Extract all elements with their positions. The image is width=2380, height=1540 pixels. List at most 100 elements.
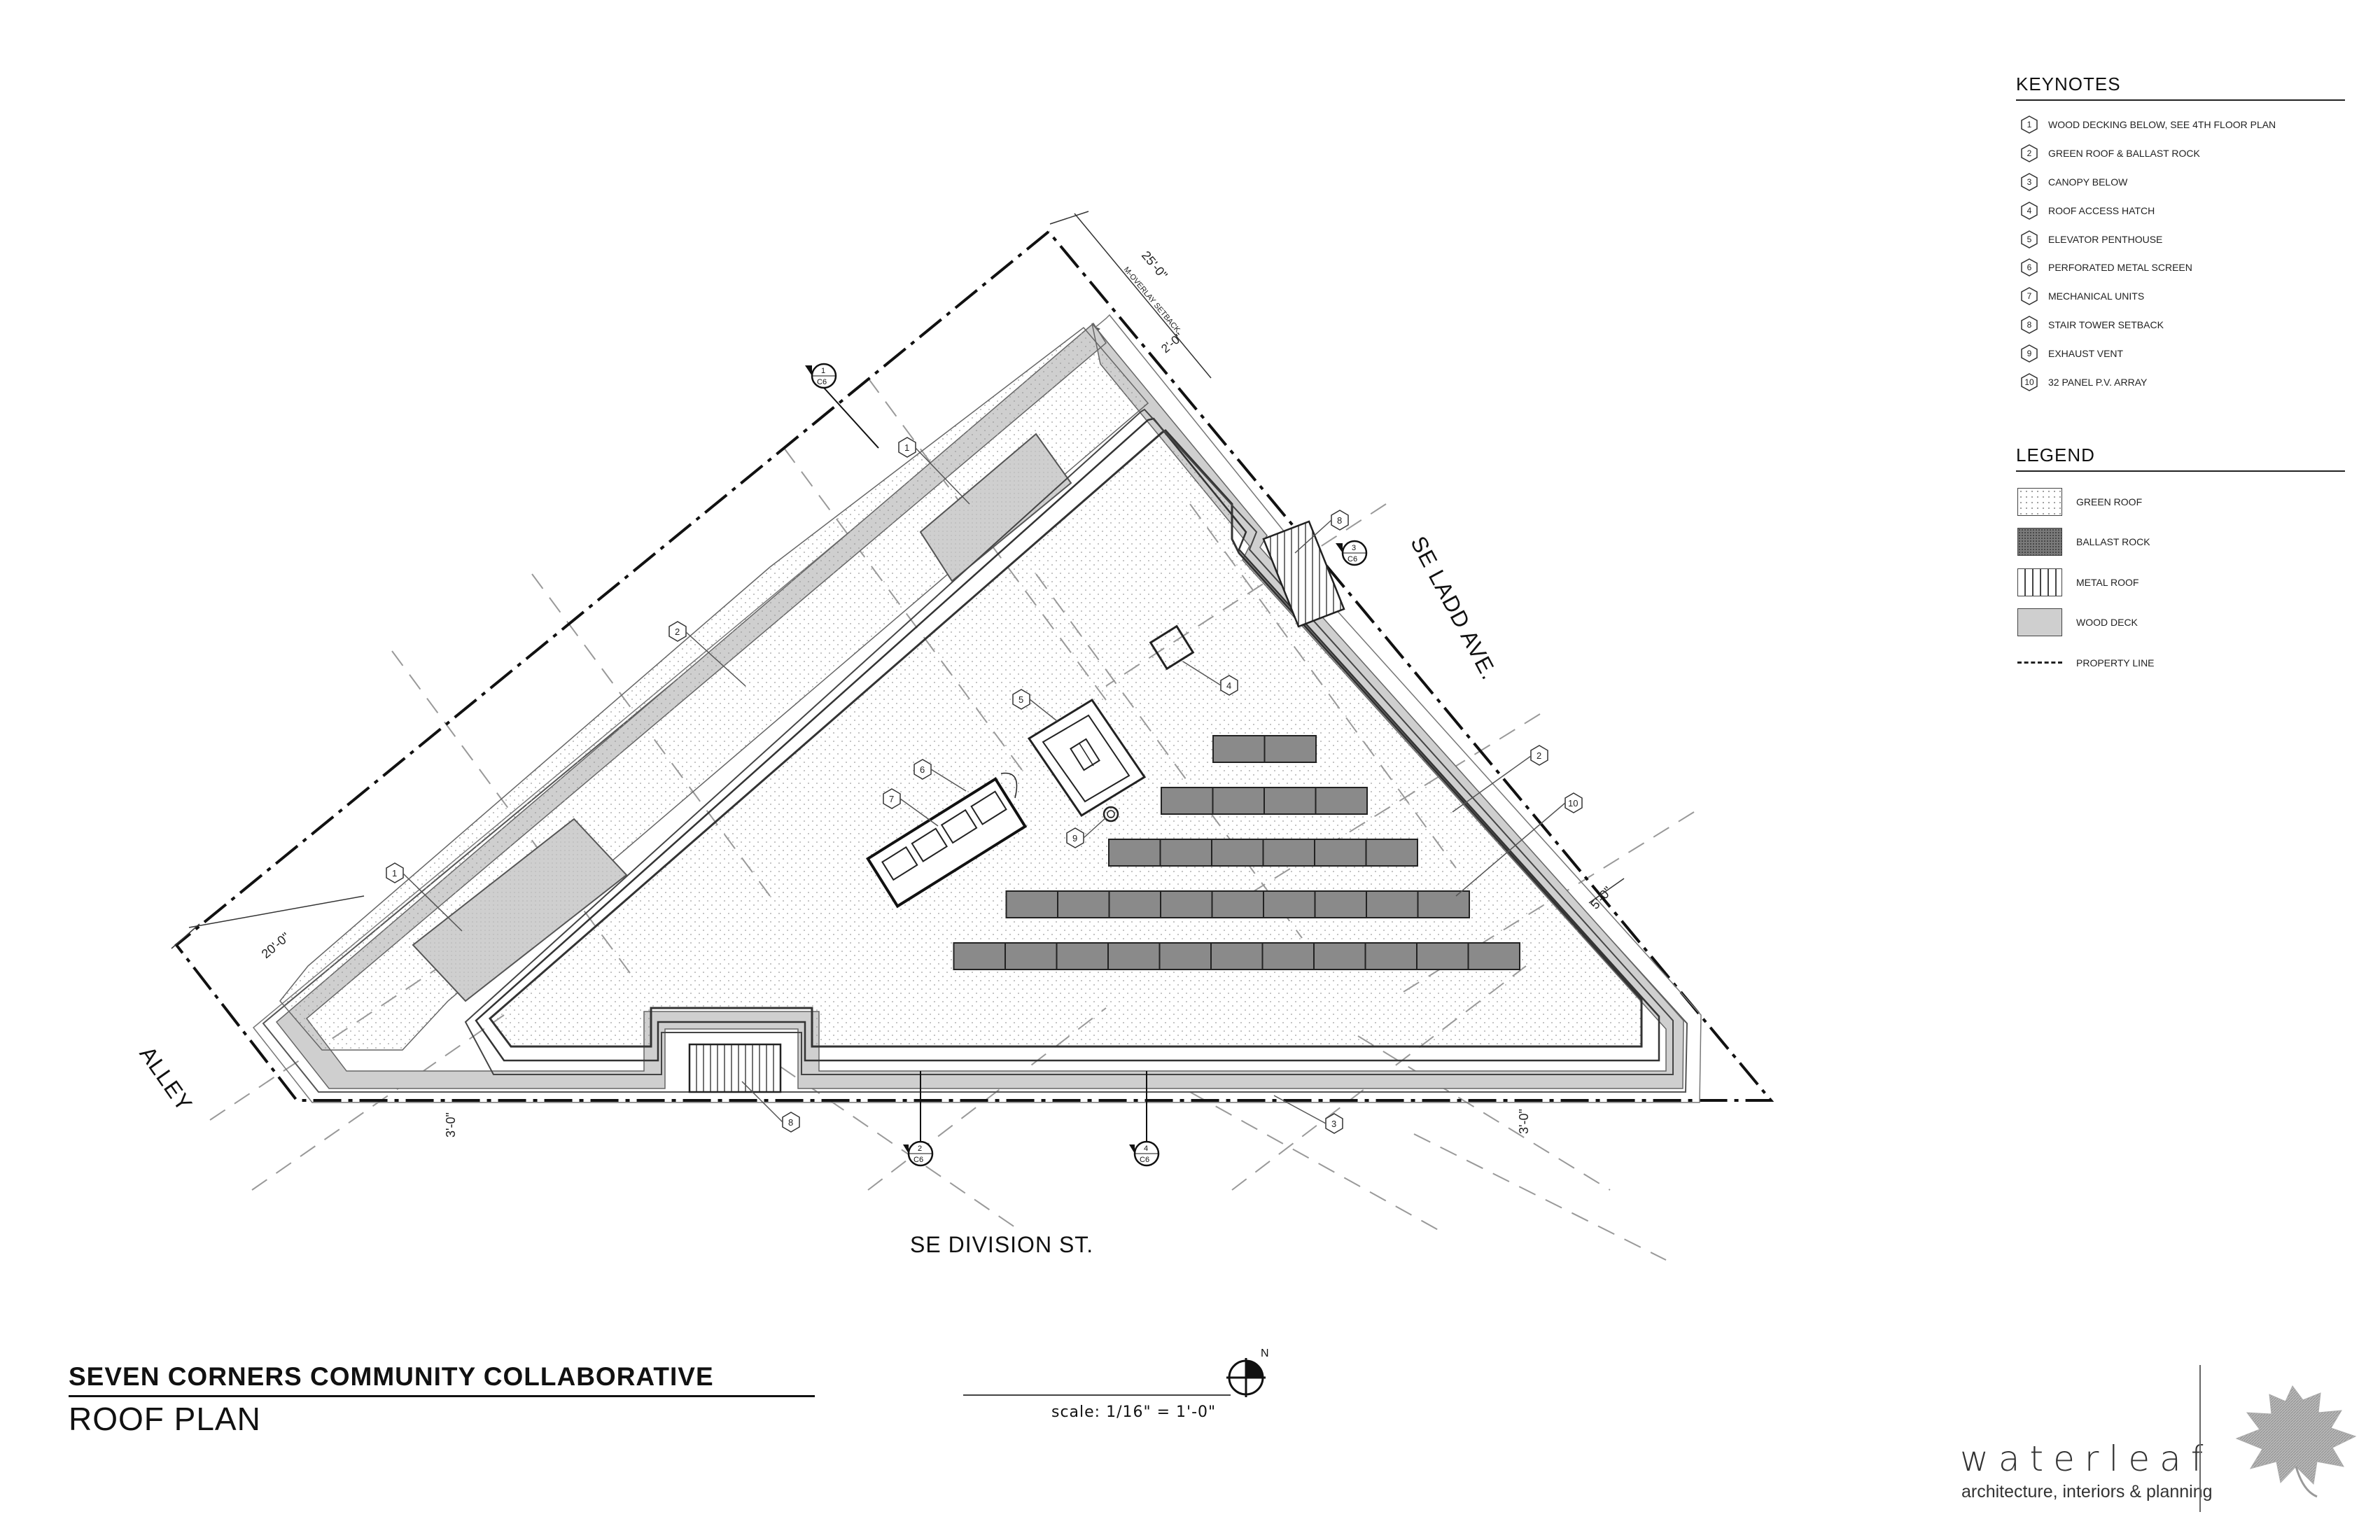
pv-panel <box>1365 839 1418 867</box>
title-rule <box>69 1395 815 1397</box>
svg-text:M-OVERLAY SETBACK: M-OVERLAY SETBACK <box>1122 265 1182 335</box>
svg-text:25'-0": 25'-0" <box>1139 248 1170 282</box>
pv-array <box>953 735 1520 970</box>
svg-text:2: 2 <box>1536 750 1541 761</box>
wood-deck-zone-1a <box>919 433 1072 582</box>
pv-panel <box>1262 839 1315 867</box>
pv-panel <box>1264 787 1317 815</box>
keynote-text: STAIR TOWER SETBACK <box>2048 318 2164 330</box>
callout-2b: 2 <box>1530 745 1548 766</box>
legend-item: BALLAST ROCK <box>2016 522 2345 563</box>
svg-text:20'-0": 20'-0" <box>259 930 293 961</box>
metal-roof-stair-south <box>688 1043 782 1093</box>
svg-text:5: 5 <box>1018 694 1023 705</box>
keynote-number: 4 <box>2026 205 2032 216</box>
scale-rule <box>963 1394 1231 1396</box>
pv-panel <box>1417 890 1470 918</box>
keynote-number-hex-icon: 6 <box>2020 258 2038 277</box>
project-title: SEVEN CORNERS COMMUNITY COLLABORATIVE <box>69 1362 714 1391</box>
keynote-item: 8 STAIR TOWER SETBACK <box>2016 311 2345 340</box>
callout-1b: 1 <box>386 862 404 883</box>
keynote-number: 7 <box>2026 291 2032 302</box>
legend-item: PROPERTY LINE <box>2016 643 2345 683</box>
callout-10: 10 <box>1564 792 1583 813</box>
keynote-text: 32 PANEL P.V. ARRAY <box>2048 376 2148 388</box>
svg-text:2: 2 <box>675 626 680 637</box>
pv-panel <box>1467 942 1520 970</box>
keynote-number: 8 <box>2026 319 2032 330</box>
legend-item: GREEN ROOF <box>2016 482 2345 522</box>
pv-panel <box>1161 787 1214 815</box>
svg-text:C6: C6 <box>1140 1156 1149 1164</box>
pv-panel <box>1263 890 1316 918</box>
svg-text:1: 1 <box>392 868 397 878</box>
callout-4: 4 <box>1220 675 1238 696</box>
keynote-text: ROOF ACCESS HATCH <box>2048 204 2155 216</box>
svg-text:8: 8 <box>1337 515 1342 526</box>
svg-text:C6: C6 <box>817 378 827 386</box>
pv-panel <box>1314 839 1367 867</box>
section-marker-3: 3C6 <box>1336 540 1368 566</box>
property-line-swatch <box>2017 662 2062 664</box>
keynote-number-hex-icon: 10 <box>2020 372 2038 391</box>
north-arrow-icon <box>1226 1358 1266 1397</box>
pv-panel <box>1108 890 1161 918</box>
pv-panel <box>1107 942 1161 970</box>
keynote-item: 4 ROOF ACCESS HATCH <box>2016 196 2345 225</box>
wood-deck-band <box>275 322 1684 1089</box>
keynote-number-hex-icon: 2 <box>2020 144 2038 163</box>
pv-panel <box>1261 942 1315 970</box>
pv-panel <box>1314 890 1367 918</box>
pv-panel <box>1212 787 1265 815</box>
callout-8b: 8 <box>782 1112 800 1133</box>
keynote-text: WOOD DECKING BELOW, SEE 4TH FLOOR PLAN <box>2048 119 2276 131</box>
keynote-number: 6 <box>2026 262 2032 273</box>
callout-2a: 2 <box>668 621 687 642</box>
pv-panel <box>1264 735 1317 763</box>
legend-swatch-green <box>2017 487 2062 516</box>
pv-panel <box>1158 942 1212 970</box>
keynote-number: 2 <box>2026 148 2032 159</box>
legend-swatch-wood <box>2017 608 2062 637</box>
pv-panel <box>1159 839 1212 867</box>
section-marker-4: 4C6 <box>1129 1140 1160 1167</box>
keynote-text: GREEN ROOF & BALLAST ROCK <box>2048 148 2200 160</box>
keynote-item: 10 32 PANEL P.V. ARRAY <box>2016 368 2345 396</box>
keynote-text: MECHANICAL UNITS <box>2048 290 2145 302</box>
street-label-se-division: SE DIVISION ST. <box>910 1232 1094 1257</box>
svg-text:2'-0": 2'-0" <box>1158 330 1185 356</box>
pv-panel <box>1416 942 1469 970</box>
leaf-logo-icon <box>2235 1385 2357 1498</box>
keynote-number: 9 <box>2026 348 2032 358</box>
north-label: N <box>1261 1348 1269 1359</box>
property-line <box>174 230 1774 1102</box>
svg-text:2: 2 <box>918 1144 922 1153</box>
keynote-text: CANOPY BELOW <box>2048 176 2128 188</box>
pv-panel <box>1212 735 1266 763</box>
pv-panel <box>1364 942 1418 970</box>
keynote-item: 7 MECHANICAL UNITS <box>2016 282 2345 311</box>
svg-text:4: 4 <box>1226 680 1231 691</box>
keynote-text: ELEVATOR PENTHOUSE <box>2048 233 2163 245</box>
legend-text: PROPERTY LINE <box>2076 657 2155 668</box>
keynotes-title: KEYNOTES <box>2016 74 2345 101</box>
legend-text: GREEN ROOF <box>2076 496 2143 507</box>
pv-panel <box>1366 890 1419 918</box>
svg-text:1: 1 <box>821 367 825 375</box>
keynote-number-hex-icon: 1 <box>2020 115 2038 134</box>
firm-divider <box>2199 1365 2201 1512</box>
wood-deck-zone-1b <box>412 818 628 1002</box>
section-markers: 1C6 2C6 3C6 4C6 <box>805 363 1368 1167</box>
legend-swatch-ballast <box>2017 528 2062 556</box>
svg-text:C6: C6 <box>913 1156 923 1164</box>
plan-callouts: 1 1 2 2 3 4 5 6 7 8 8 9 10 <box>386 437 1583 1134</box>
pv-panel <box>1211 839 1264 867</box>
firm-tagline: architecture, interiors & planning <box>1961 1482 2213 1502</box>
elevator-penthouse <box>1027 698 1147 818</box>
keynote-number-hex-icon: 3 <box>2020 173 2038 191</box>
